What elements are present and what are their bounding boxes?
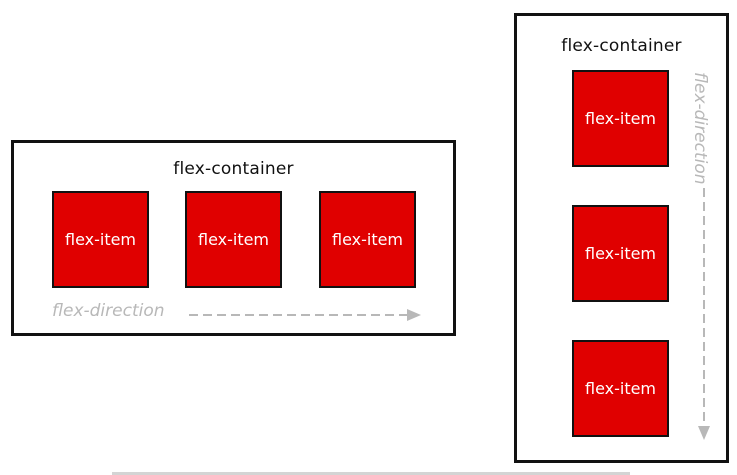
column-direction-arrow-icon <box>698 188 710 440</box>
bottom-divider <box>112 472 630 475</box>
column-container-label: flex-container <box>561 36 682 56</box>
row-flex-item-2-label: flex-item <box>197 230 270 249</box>
row-flex-item-1: flex-item <box>52 191 149 288</box>
column-flex-container: flex-container flex-item flex-item flex-… <box>514 13 729 463</box>
row-direction-arrow-icon <box>189 309 421 321</box>
column-flex-item-3: flex-item <box>572 340 669 437</box>
row-container-label: flex-container <box>173 159 294 179</box>
column-flex-item-2: flex-item <box>572 205 669 302</box>
column-flex-item-1: flex-item <box>572 70 669 167</box>
column-flex-item-1-label: flex-item <box>584 109 657 128</box>
row-flex-item-3-label: flex-item <box>331 230 404 249</box>
row-flex-item-3: flex-item <box>319 191 416 288</box>
row-flex-item-1-label: flex-item <box>64 230 137 249</box>
column-direction-label: flex-direction <box>690 72 710 185</box>
row-flex-item-2: flex-item <box>185 191 282 288</box>
column-flex-item-2-label: flex-item <box>584 244 657 263</box>
row-direction-label: flex-direction <box>52 301 165 321</box>
column-flex-item-3-label: flex-item <box>584 379 657 398</box>
row-flex-container: flex-container flex-item flex-item flex-… <box>11 140 456 336</box>
